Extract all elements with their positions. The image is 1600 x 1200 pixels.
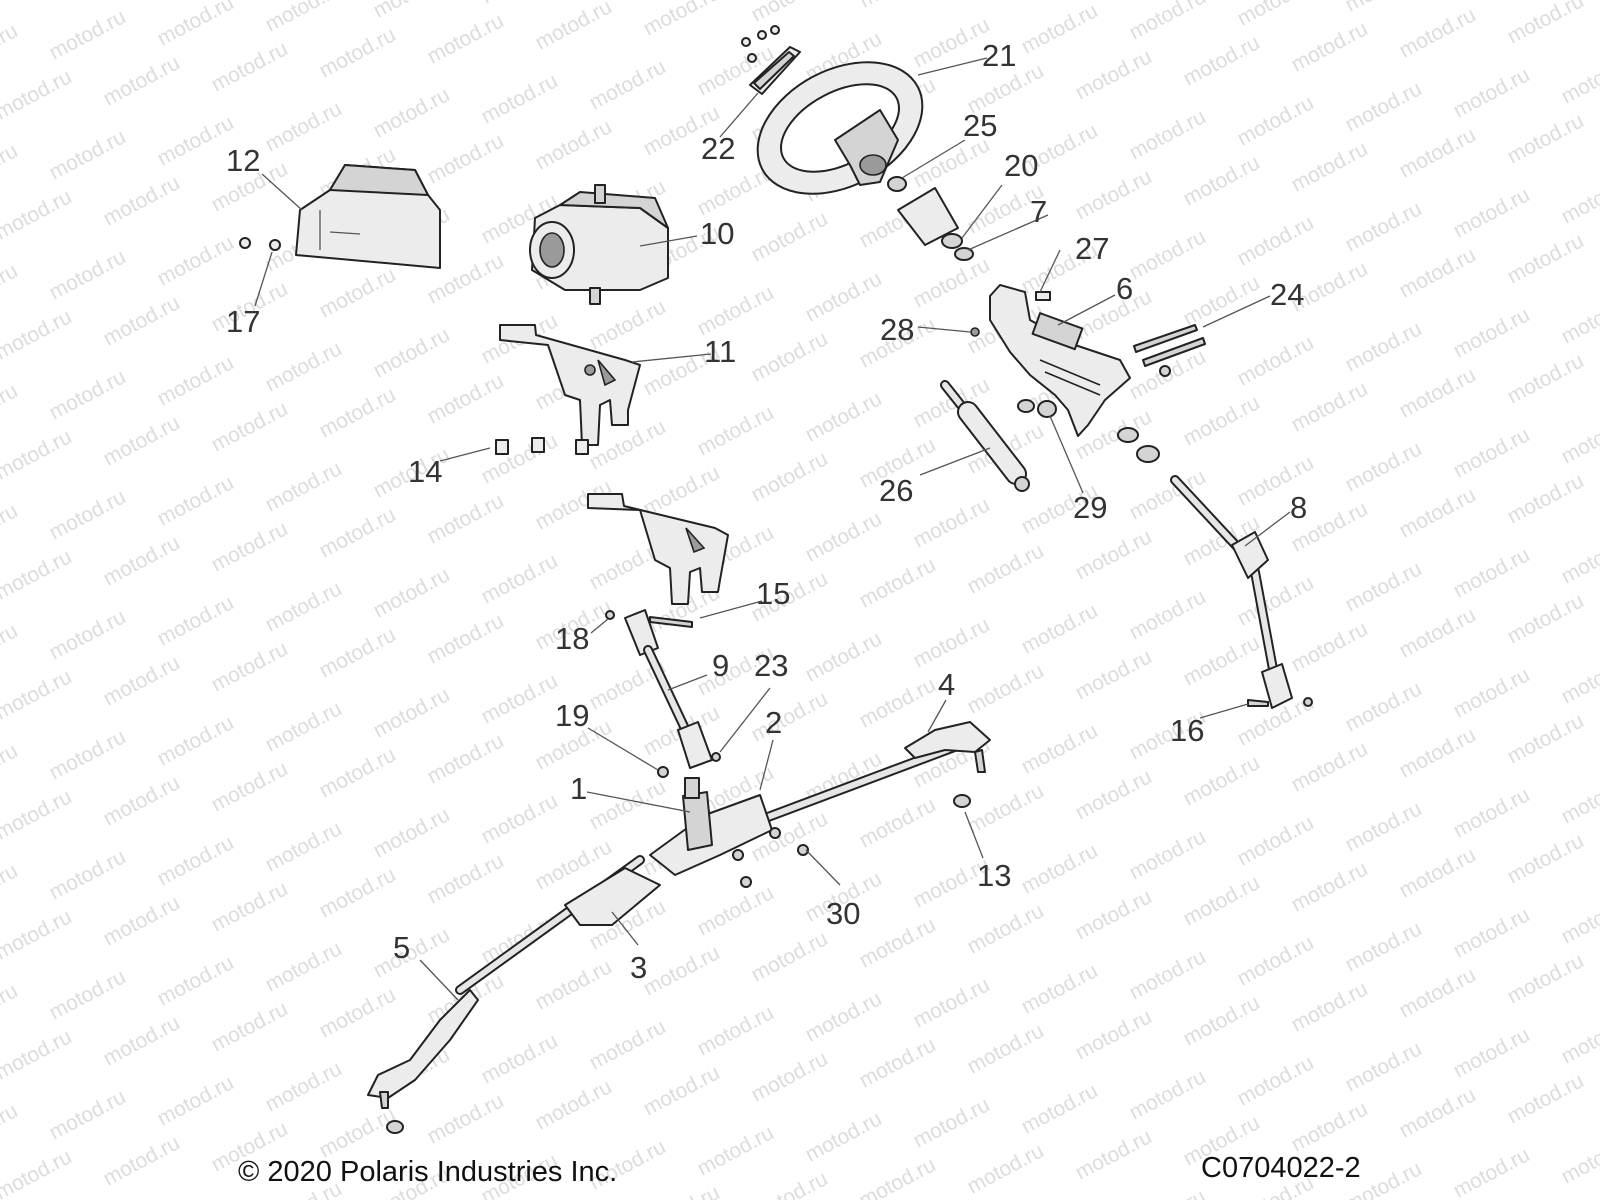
callout-3: 3 <box>630 950 647 985</box>
part-cover <box>295 164 441 269</box>
part-bolts-14 <box>495 437 589 455</box>
callout-8: 8 <box>1290 490 1307 525</box>
callout-11: 11 <box>704 334 736 369</box>
callout-19: 19 <box>555 698 589 733</box>
part-upper-shaft <box>1170 475 1313 709</box>
callout-18: 18 <box>555 621 589 656</box>
figure-id: C0704022-2 <box>1201 1152 1361 1184</box>
callout-6: 6 <box>1116 271 1133 306</box>
callout-28: 28 <box>880 312 914 347</box>
part-nuts-13-30 <box>386 794 971 1134</box>
callout-9: 9 <box>712 648 729 683</box>
callout-23: 23 <box>754 648 788 683</box>
callout-26: 26 <box>879 473 913 508</box>
part-eps-unit <box>529 184 669 305</box>
callout-17: 17 <box>226 304 260 339</box>
part-lower-shaft <box>605 609 721 778</box>
part-steering-plate <box>741 25 801 95</box>
leader-lines <box>254 57 1291 1001</box>
part-tie-rod-end-5 <box>367 989 479 1109</box>
callout-15: 15 <box>756 576 790 611</box>
part-gas-strut <box>940 380 1030 492</box>
callout-24: 24 <box>1270 277 1304 312</box>
callout-16: 16 <box>1170 713 1204 748</box>
part-fasteners-24-27-28 <box>970 291 1206 377</box>
callout-10: 10 <box>700 216 734 251</box>
part-bracket-upper <box>499 324 641 446</box>
callout-25: 25 <box>963 108 997 143</box>
part-steering-wheel <box>756 61 924 195</box>
part-bracket-lower <box>587 493 729 605</box>
part-hub-stack <box>887 176 974 261</box>
part-column-mount <box>989 284 1131 437</box>
part-tie-rod-end-4 <box>904 721 991 773</box>
callout-22: 22 <box>701 131 735 166</box>
callout-4: 4 <box>938 667 955 702</box>
callout-29: 29 <box>1073 490 1107 525</box>
callout-2: 2 <box>765 705 782 740</box>
callout-14: 14 <box>408 454 442 489</box>
part-screw-17 <box>239 237 281 251</box>
callout-27: 27 <box>1075 231 1109 266</box>
callout-5: 5 <box>393 930 410 965</box>
callout-13: 13 <box>977 858 1011 893</box>
callout-1: 1 <box>570 771 587 806</box>
callout-21: 21 <box>982 38 1016 73</box>
part-bushings-29 <box>1017 399 1160 463</box>
callout-12: 12 <box>226 143 260 178</box>
callout-30: 30 <box>826 896 860 931</box>
part-steering-rack <box>455 740 965 995</box>
callout-7: 7 <box>1030 194 1047 229</box>
callout-20: 20 <box>1004 148 1038 183</box>
copyright-notice: © 2020 Polaris Industries Inc. <box>238 1156 618 1188</box>
